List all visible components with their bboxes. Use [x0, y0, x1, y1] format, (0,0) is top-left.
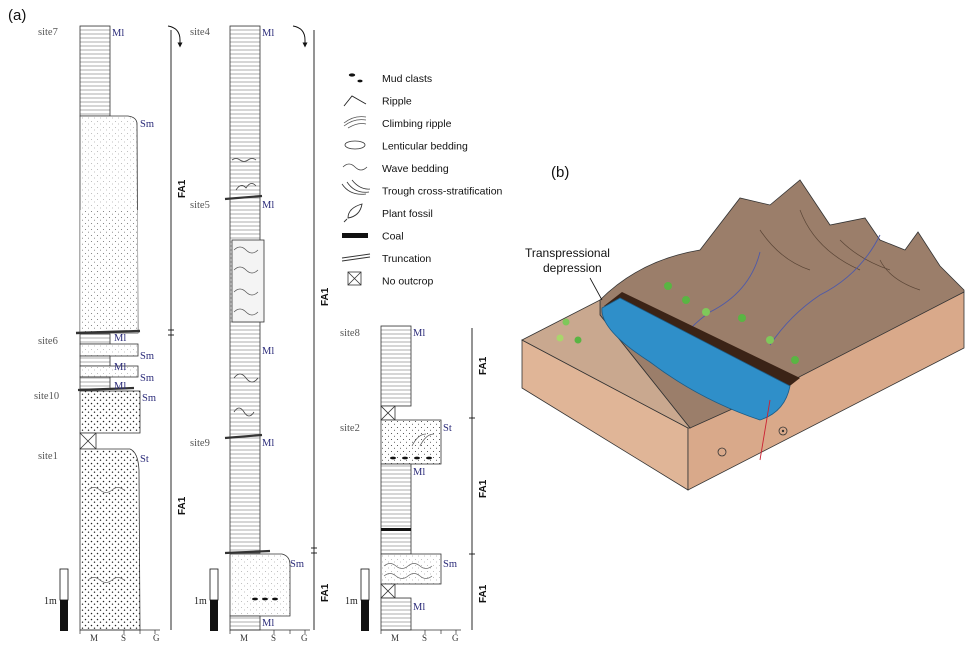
climbing-ripple-icon	[343, 116, 367, 129]
legend-label-climbing-ripple: Climbing ripple	[382, 118, 452, 130]
legend-label-mud-clasts: Mud clasts	[382, 73, 432, 85]
col1-axis-s: S	[121, 633, 126, 643]
site2-label: site2	[340, 423, 360, 434]
legend-label-trough-cross-stratification: Trough cross-stratification	[382, 186, 503, 198]
column-2	[224, 25, 310, 631]
site8-label: site8	[340, 328, 360, 339]
col1-facies-sm: Sm	[140, 119, 154, 130]
site6-label: site6	[38, 336, 58, 347]
col3-axis-g: G	[452, 633, 459, 643]
col2-fa1-upper: FA1	[320, 287, 331, 306]
site4-label: site4	[190, 27, 211, 38]
site7-label: site7	[38, 27, 58, 38]
lake	[601, 297, 791, 421]
coal-icon	[342, 233, 368, 238]
col2-axis-s: S	[271, 633, 276, 643]
truncation-icon	[341, 253, 371, 262]
scale-label-1: 1m	[44, 596, 57, 607]
site9-label: site9	[190, 438, 210, 449]
legend-label-lenticular-bedding: Lenticular bedding	[382, 141, 468, 153]
col3-fa1-lower: FA1	[478, 584, 489, 603]
callout-transpressional: Transpressional	[525, 246, 610, 260]
callout-leader	[589, 277, 603, 301]
col2-facies-ml-2: Ml	[262, 200, 274, 211]
col1-facies-ml-2: Ml	[114, 333, 126, 344]
col3-facies-ml-2: Ml	[413, 467, 425, 478]
col2-axis-g: G	[301, 633, 308, 643]
fault-trace	[759, 399, 771, 461]
plant-fossil-icon	[343, 203, 363, 223]
vegetation	[556, 282, 799, 364]
col1-facies-ml: Ml	[112, 28, 124, 39]
scale-bar-1	[59, 568, 69, 601]
column-3	[380, 325, 461, 631]
block-diagram	[521, 179, 965, 491]
col3-fa1-upper: FA1	[478, 356, 489, 375]
col3-facies-ml: Ml	[413, 328, 425, 339]
legend	[341, 73, 371, 286]
col1-facies-st: St	[140, 454, 149, 465]
stream-channel	[769, 234, 881, 346]
column-1	[75, 25, 160, 631]
col1-axis-g: G	[153, 633, 160, 643]
legend-label-ripple: Ripple	[382, 96, 412, 108]
col3-facies-sm: Sm	[443, 559, 457, 570]
mud-clasts-icon	[348, 73, 363, 83]
col1-axis-m: M	[90, 633, 98, 643]
site10-label: site10	[34, 391, 59, 402]
col2-facies-ml-3: Ml	[262, 346, 274, 357]
truncation-marker	[75, 329, 141, 335]
col1-fa1-upper: FA1	[177, 179, 188, 198]
site1-label: site1	[38, 451, 58, 462]
col3-facies-ml-3: Ml	[413, 602, 425, 613]
col1-facies-sm-2: Sm	[140, 351, 154, 362]
callout-depression: depression	[543, 261, 602, 275]
no-outcrop-icon	[347, 271, 362, 286]
legend-label-plant-fossil: Plant fossil	[382, 208, 433, 220]
col1-facies-sm-4: Sm	[142, 393, 156, 404]
col2-facies-ml-5: Ml	[262, 618, 274, 629]
col2-axis-m: M	[240, 633, 248, 643]
col3-fa1-middle: FA1	[478, 479, 489, 498]
lenticular-bedding-icon	[344, 140, 366, 150]
coal-seam	[381, 528, 411, 531]
col2-facies-sm: Sm	[290, 559, 304, 570]
upward-arrow-icon	[167, 25, 183, 48]
site5-label: site5	[190, 200, 210, 211]
col2-facies-ml: Ml	[262, 28, 274, 39]
panel-b-label: (b)	[551, 164, 569, 181]
plain-surface	[521, 299, 691, 429]
scale-label-2: 1m	[194, 596, 207, 607]
scale-bar-3	[360, 568, 370, 601]
wave-bedding-icon	[342, 163, 368, 171]
col1-fa1-lower: FA1	[177, 496, 188, 515]
scale-bar-2	[209, 568, 219, 601]
upward-arrow-icon-2	[292, 25, 308, 48]
col3-axis-s: S	[422, 633, 427, 643]
legend-label-coal: Coal	[382, 231, 404, 243]
panel-a-label: (a)	[8, 7, 26, 24]
legend-label-truncation: Truncation	[382, 253, 431, 265]
col3-axis-m: M	[391, 633, 399, 643]
scale-label-3: 1m	[345, 596, 358, 607]
trough-cross-stratification-icon	[341, 179, 371, 195]
col1-facies-sm-3: Sm	[140, 373, 154, 384]
col3-facies-st: St	[443, 423, 452, 434]
col1-facies-ml-3: Ml	[114, 362, 126, 373]
fault-away-symbol	[717, 447, 727, 457]
legend-label-wave-bedding: Wave bedding	[382, 163, 449, 175]
col1-facies-ml-4: Ml	[114, 381, 126, 392]
col2-facies-ml-4: Ml	[262, 438, 274, 449]
col2-fa1-lower: FA1	[320, 583, 331, 602]
col1-ml-top	[79, 25, 111, 117]
legend-label-no-outcrop: No outcrop	[382, 276, 434, 288]
ripple-icon	[343, 95, 367, 107]
fault-toward-symbol	[778, 426, 788, 436]
